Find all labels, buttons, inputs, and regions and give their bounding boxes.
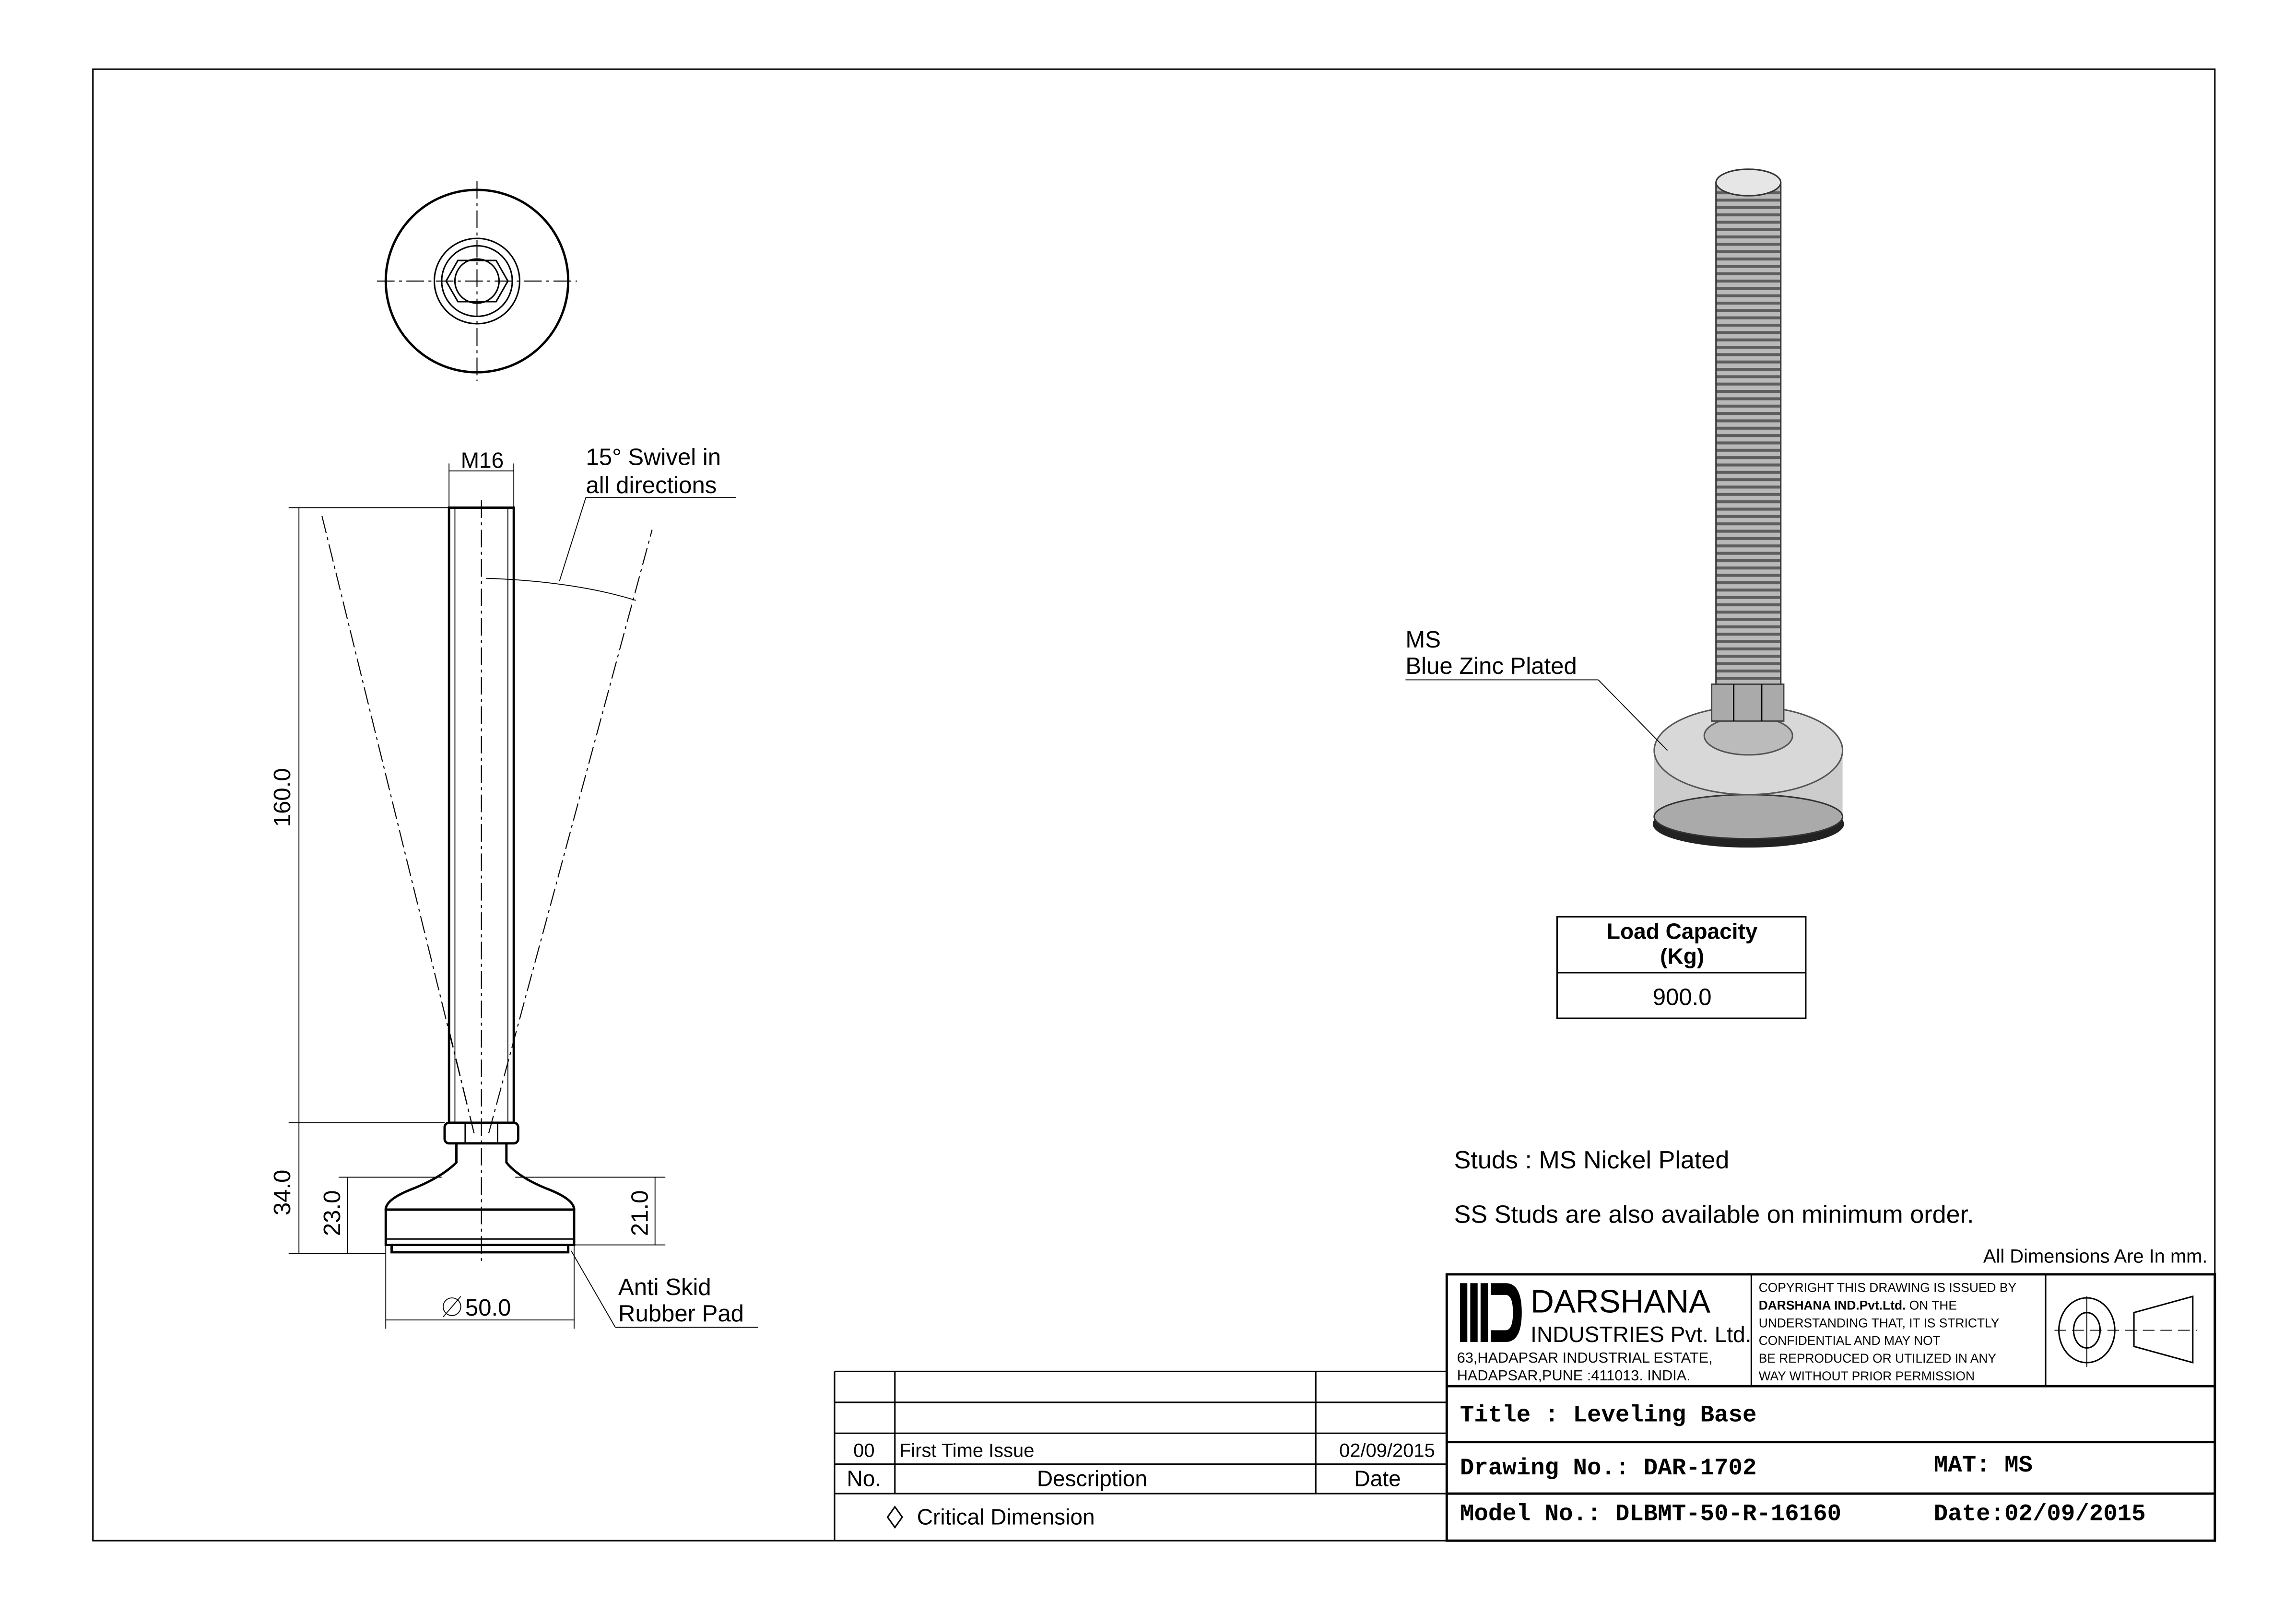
side-view: M16 15° Swivel in all directions 160.0 3…: [270, 444, 758, 1329]
top-view: [377, 181, 577, 381]
pad-label-2: Rubber Pad: [618, 1301, 744, 1327]
revision-row: 00 First Time Issue 02/09/2015: [853, 1440, 1435, 1461]
title-block: DARSHANA INDUSTRIES Pvt. Ltd. 63,HADAPSA…: [1445, 1273, 2216, 1542]
swivel-label-2: all directions: [586, 472, 717, 498]
iso-view: MS Blue Zinc Plated: [1405, 168, 1844, 848]
revision-table: 00 First Time Issue 02/09/2015 No. Descr…: [834, 1370, 1447, 1541]
drawing-number: Drawing No.: DAR-1702: [1460, 1455, 1756, 1482]
drawing-date: Date:02/09/2015: [1934, 1500, 2146, 1527]
critical-dimension-label: Critical Dimension: [917, 1504, 1095, 1529]
copyright-company: DARSHANA IND.Pvt.Ltd.: [1759, 1298, 1906, 1313]
dim-base-23: 23.0: [319, 1190, 345, 1236]
revision-no: 00: [853, 1440, 874, 1461]
copyright-4: CONFIDENTIAL AND MAY NOT: [1759, 1333, 1941, 1348]
dim-base-total: 34.0: [270, 1170, 295, 1216]
material-label-1: MS: [1405, 627, 1441, 653]
load-value: 900.0: [1653, 984, 1712, 1010]
header-description: Description: [1037, 1466, 1147, 1491]
material-label-2: Blue Zinc Plated: [1405, 653, 1577, 679]
load-capacity-table: Load Capacity (Kg) 900.0: [1556, 916, 1807, 1019]
load-header-1: Load Capacity: [1607, 918, 1758, 943]
ss-studs-note: SS Studs are also available on minimum o…: [1454, 1201, 1974, 1229]
critical-diamond-icon: [886, 1506, 904, 1529]
copyright-1: COPYRIGHT THIS DRAWING IS ISSUED BY: [1759, 1281, 2017, 1295]
company-address-2: HADAPSAR,PUNE :411013. INDIA.: [1457, 1367, 1691, 1384]
swivel-label-1: 15° Swivel in: [586, 444, 721, 470]
company-sub: INDUSTRIES Pvt. Ltd.: [1531, 1322, 1751, 1347]
dim-base-21: 21.0: [627, 1190, 653, 1236]
copyright-3: UNDERSTANDING THAT, IT IS STRICTLY: [1759, 1316, 2000, 1330]
load-header-2: (Kg): [1660, 944, 1704, 969]
copyright-2: DARSHANA IND.Pvt.Ltd. ON THE: [1759, 1298, 1957, 1313]
sheet-border: [92, 68, 2216, 1542]
drawing-title: Title : Leveling Base: [1460, 1402, 1756, 1429]
projection-symbol-icon: [2054, 1295, 2197, 1367]
revision-date: 02/09/2015: [1339, 1440, 1435, 1461]
copyright-6: WAY WITHOUT PRIOR PERMISSION: [1759, 1369, 1975, 1383]
dim-diameter: 50.0: [465, 1295, 511, 1321]
model-number: Model No.: DLBMT-50-R-16160: [1460, 1500, 1841, 1527]
company-name: DARSHANA: [1531, 1284, 1710, 1320]
pad-label-1: Anti Skid: [618, 1274, 711, 1300]
header-no: No.: [847, 1466, 882, 1491]
dim-height: 160.0: [270, 768, 295, 827]
copyright-2-rest: ON THE: [1906, 1298, 1957, 1313]
studs-note: Studs : MS Nickel Plated: [1454, 1146, 1730, 1174]
revision-description: First Time Issue: [899, 1440, 1034, 1461]
copyright-5: BE REPRODUCED OR UTILIZED IN ANY: [1759, 1351, 1997, 1366]
units-note: All Dimensions Are In mm.: [1983, 1246, 2208, 1267]
material: MAT: MS: [1934, 1452, 2033, 1479]
company-logo: [1460, 1283, 1522, 1342]
thread-label: M16: [461, 448, 504, 473]
company-address-1: 63,HADAPSAR INDUSTRIAL ESTATE,: [1457, 1349, 1713, 1366]
header-date: Date: [1354, 1466, 1401, 1491]
